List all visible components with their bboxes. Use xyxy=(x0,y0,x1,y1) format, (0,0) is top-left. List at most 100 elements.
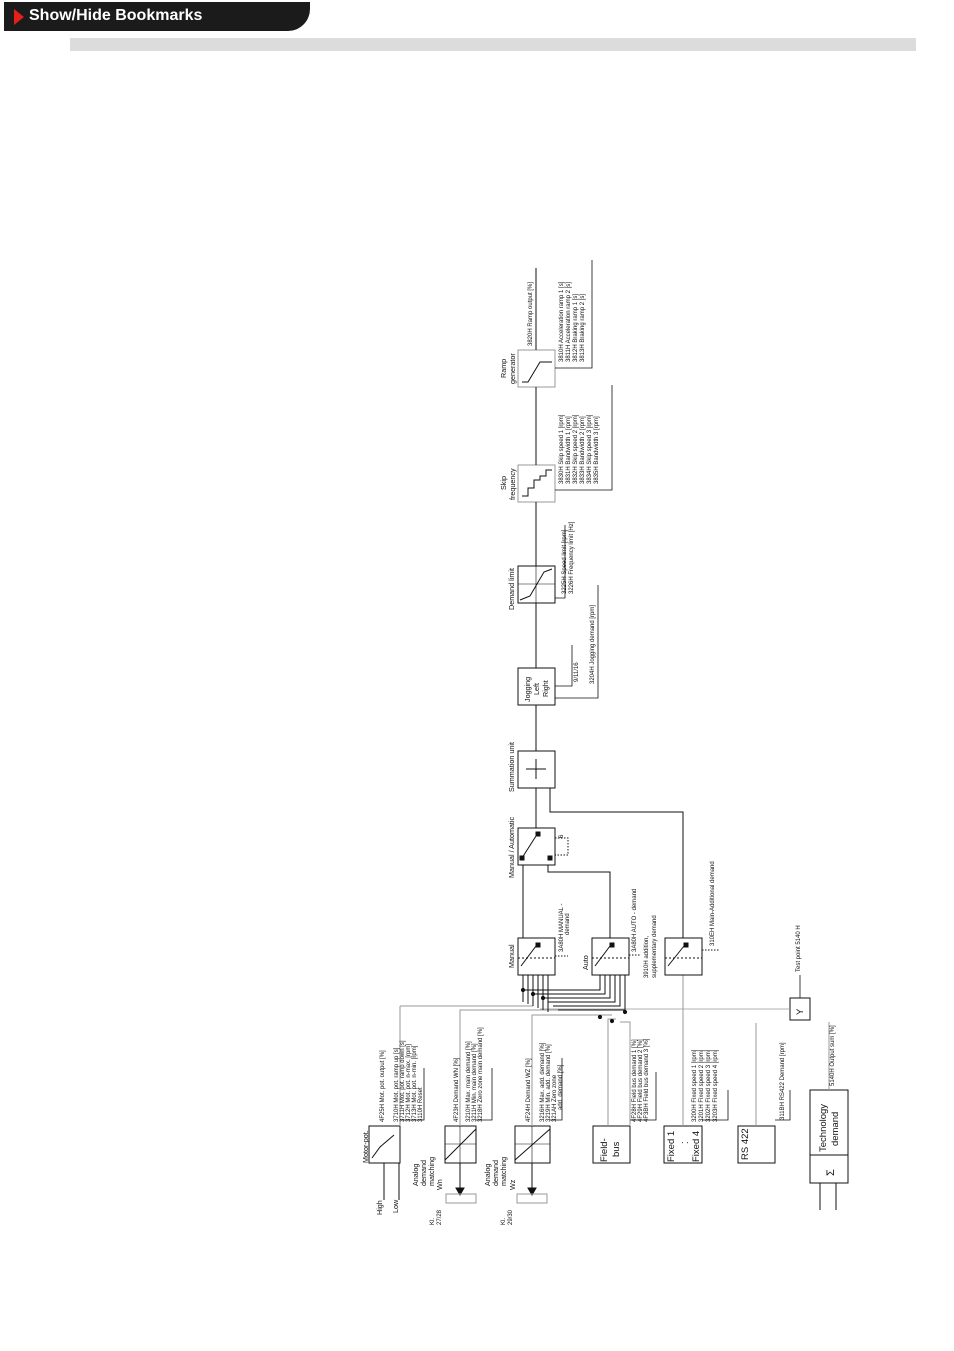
fixed-title-bottom: Fixed 4 xyxy=(691,1131,702,1162)
analog-main-slope xyxy=(444,1128,477,1161)
additional-param: 310EH Main-Additional demand xyxy=(710,861,716,946)
analog-add-output-param: 4F24H Demand WZ [%] xyxy=(526,1058,532,1122)
manual-switch-arm xyxy=(520,945,537,967)
manual-automatic-dashed xyxy=(555,837,569,856)
analog-add-param-bracket xyxy=(550,1058,563,1121)
skip-curve xyxy=(522,469,552,497)
demand-limit-title: Demand limit xyxy=(507,568,516,610)
analog-add-param-3: 321AH Zero zone xyxy=(552,1074,558,1122)
additional-switch-contact xyxy=(683,942,689,948)
analog-main-param-1: 3210H Max. main demand [%] xyxy=(466,1041,472,1122)
skip-param-2: 3831H Bandwidth 1 [rpm] xyxy=(566,416,572,484)
motor-pot-high-label: High xyxy=(375,1200,384,1215)
junction-dot xyxy=(597,1014,603,1020)
demand-limit-param-1: 3225H Speed limit [rpm] xyxy=(562,529,568,594)
show-hide-bookmarks-button[interactable]: Show/Hide Bookmarks xyxy=(4,2,310,31)
rs422-title: RS 422 xyxy=(740,1128,751,1160)
fixed-dot-1: . xyxy=(675,1141,686,1144)
manual-switch-contact xyxy=(535,942,541,948)
fieldbus-title-1: Field- xyxy=(599,1138,610,1162)
jogging-param-2: 3204H Jogging demand [rpm] xyxy=(590,605,596,684)
analog-add-kl-num: 29/30 xyxy=(508,1209,514,1225)
auto-param-1: 3A80H AUTO - demand xyxy=(632,889,638,952)
test-point-symbol: Y xyxy=(795,1008,806,1015)
bus-line-auto-3 xyxy=(543,975,611,999)
fixed-param-4: 3203H Fixed speed 4 [rpm] xyxy=(713,1049,719,1122)
junction-dot xyxy=(540,995,546,1001)
demand-limit-param-2: 3226H Frequency limit [Hz] xyxy=(569,521,575,594)
analog-add-slope xyxy=(514,1128,551,1161)
junction-dot xyxy=(520,987,526,993)
demand-limit-param-bracket xyxy=(555,525,566,599)
analog-add-param-2: 3219H Min. add. demand [%] xyxy=(546,1044,552,1122)
ramp-output-param: 3820H Ramp output [%] xyxy=(528,282,534,346)
rs422-param-bracket xyxy=(775,1090,791,1121)
motor-pot-title: Motor-pot. xyxy=(361,1130,370,1163)
ramp-param-3: 3812H Braking ramp 1 [s] xyxy=(573,294,579,362)
skip-param-bracket xyxy=(555,385,613,491)
jogging-title-1: Jogging xyxy=(523,677,532,702)
technology-param: 5140H Output sum [%] xyxy=(830,1025,836,1086)
fixed-param-bracket xyxy=(702,1090,729,1121)
motor-pot-param-2: 3711H Mot. pot. ramp down [s] xyxy=(400,1040,406,1122)
ramp-param-2: 3811H Acceleration ramp 2 [s] xyxy=(566,282,572,362)
analog-add-signal: Wz xyxy=(508,1179,517,1190)
fieldbus-block xyxy=(592,1125,631,1164)
technology-sum-block xyxy=(809,1154,849,1184)
motor-pot-param-3: 3712H Mot. pot. n-max. [rpm] xyxy=(406,1044,412,1122)
fixed-param-1: 3200H Fixed speed 1 [rpm] xyxy=(692,1049,698,1122)
motor-pot-block xyxy=(368,1125,401,1164)
technology-title-2: demand xyxy=(830,1112,841,1146)
auto-switch-arm xyxy=(594,945,611,967)
analog-add-title-2: demand xyxy=(491,1160,500,1186)
analog-main-signal: Wn xyxy=(435,1179,444,1190)
fieldbus-param-2: 4F29H Field bus demand 2 [%] xyxy=(638,1039,644,1122)
manual-automatic-contact-1 xyxy=(519,855,525,861)
auto-param-2: 3910H addition, xyxy=(644,936,650,978)
skip-param-3: 3832H Skip speed 2 [rpm] xyxy=(573,414,579,484)
analog-add-kl: Kl. xyxy=(501,1218,507,1225)
manual-param-2: demand xyxy=(565,913,571,935)
analog-main-param-2: 3211H Min. main demand [%] xyxy=(472,1043,478,1122)
jogging-title-3: Right xyxy=(541,680,550,697)
analog-add-arrow-icon xyxy=(527,1187,537,1197)
fieldbus-output-line xyxy=(607,1018,616,1126)
manual-automatic-arm xyxy=(521,835,537,859)
ramp-param-1: 3810H Acceleration ramp 1 [s] xyxy=(559,281,565,362)
junction-dot xyxy=(530,991,536,997)
jogging-param-1: 9/11/16 xyxy=(574,662,580,682)
fieldbus-param-3: 4F3BH Field bus demand 3 [%] xyxy=(644,1038,650,1122)
motor-pot-output-param: 4F25H Mot. pot. output [%] xyxy=(380,1050,386,1122)
auto-to-ma-line xyxy=(547,865,611,938)
additional-switch-arm xyxy=(667,945,685,967)
test-point-label: Test point 5140 H xyxy=(796,925,802,972)
analog-main-kl: Kl. xyxy=(430,1218,436,1225)
rs422-param: 311BH RS422 Demand [rpm] xyxy=(780,1042,786,1120)
analog-add-param-4: add. demand [%] xyxy=(558,1064,564,1110)
skip-param-5: 3834H Skip speed 3 [rpm] xyxy=(587,414,593,484)
header-divider xyxy=(70,38,916,51)
bus-line-auto-1 xyxy=(523,975,601,991)
motor-pot-param-bracket xyxy=(400,1068,425,1121)
auto-switch-contact xyxy=(609,942,615,948)
motor-pot-curve xyxy=(371,1134,395,1159)
fieldbus-title-2: bus xyxy=(611,1141,622,1157)
jogging-title-2: Left xyxy=(532,683,541,695)
analog-main-kl-num: 27/28 xyxy=(437,1209,443,1225)
analog-main-param-bracket xyxy=(476,1068,493,1121)
analog-main-output-param: 4F23H Demand WN [%] xyxy=(454,1057,460,1122)
analog-main-terminal xyxy=(445,1193,477,1204)
summation-title: Summation unit xyxy=(507,742,516,792)
analog-main-title-2: demand xyxy=(419,1160,428,1186)
ramp-curve xyxy=(522,361,552,383)
analog-main-arrow-icon xyxy=(455,1187,465,1197)
motor-pot-low-label: Low xyxy=(391,1199,400,1213)
technology-block xyxy=(809,1089,849,1156)
motor-pot-param-1: 3710H Mot. pot. ramp up [s] xyxy=(394,1047,400,1122)
analog-main-title-1: Analog xyxy=(411,1164,420,1186)
fixed-title-top: Fixed 1 xyxy=(666,1131,677,1162)
manual-automatic-contact-2 xyxy=(535,831,541,837)
motor-pot-param-5: 3110H Reset xyxy=(418,1087,424,1122)
fixed-param-2: 3201H Fixed speed 2 [rpm] xyxy=(699,1049,705,1122)
